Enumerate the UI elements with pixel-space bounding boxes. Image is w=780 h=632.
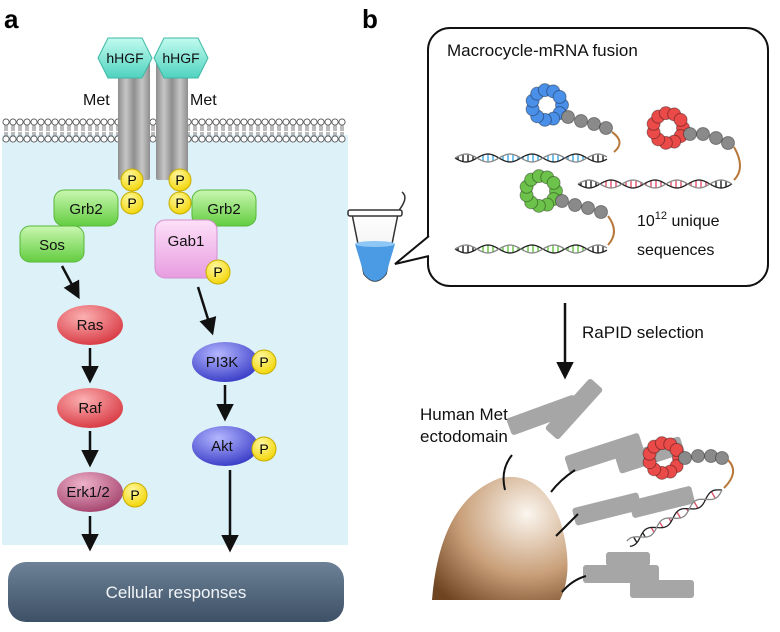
akt-label: Akt [211,438,234,455]
ras-node: Ras [57,305,123,345]
phospho-label: P [127,195,136,211]
sos-label: Sos [39,237,65,254]
arrow-gab1-pi3k [196,286,217,336]
hgf-label-left: hHGF [106,50,143,66]
sos-node: Sos [19,225,85,263]
pi3k-node: PI3K [192,342,258,382]
mrna-bound [626,489,723,548]
met-label-left: Met [83,92,110,109]
raf-node: Raf [57,388,123,428]
phospho-group: P [120,191,144,215]
phospho-group: P [251,436,277,462]
phospho-group: P [251,349,277,375]
library-title: Macrocycle-mRNA fusion [447,41,638,60]
erk-node: Erk1/2 [57,472,123,512]
diversity-label: 1012 unique [637,210,720,230]
erk-label: Erk1/2 [66,484,109,501]
ectodomain-1 [506,378,603,440]
phospho-label: P [259,354,268,370]
met-receptor-left [118,62,150,180]
hgf-ligand-left: hHGF [97,37,153,79]
grb2-right-label: Grb2 [207,201,240,218]
tube-icon [347,191,406,282]
gab1-label: Gab1 [168,233,205,250]
met-receptor-right [156,62,188,180]
selection-label: RaPID selection [582,323,704,342]
phospho-label: P [127,172,136,188]
phospho-label: P [213,264,222,280]
mrna-blue [454,153,608,163]
pathway-arrows [60,265,239,553]
mrna-red [577,179,733,189]
pi3k-label: PI3K [206,354,239,371]
diversity-line1: unique [667,213,720,230]
diversity-exponent: 12 [655,210,667,222]
macrocycle-green [519,169,608,219]
phospho-label: P [130,487,139,503]
phospho-group: P [122,482,148,508]
phospho-group: P [120,168,144,192]
phospho-group: P [205,259,231,285]
phospho-label: P [175,172,184,188]
grb2-left-label: Grb2 [69,201,102,218]
target-label-line1: Human Met [420,405,508,424]
hgf-label-right: hHGF [162,50,199,66]
ras-label: Ras [77,317,104,334]
ectodomain-4 [583,552,694,598]
met-label-right: Met [190,92,217,109]
panel-a-label: a [4,4,19,34]
grb2-right-node: Grb2 [191,189,257,227]
arrow-sos-ras [60,265,80,300]
gab1-node: Gab1 [154,219,218,279]
raf-label: Raf [78,400,102,417]
macrocycle-blue [525,83,613,135]
diversity-base: 10 [637,213,655,230]
target-label-line2: ectodomain [420,427,508,446]
bound-macrocycle [626,436,735,548]
cellular-responses-label: Cellular responses [106,583,247,602]
macrocycle-red-bound [642,436,729,480]
phospho-group: P [168,168,192,192]
diversity-line2: sequences [637,242,714,259]
phospho-label: P [259,441,268,457]
ectodomain-3 [572,486,695,526]
cellular-responses-box: Cellular responses [8,562,344,622]
akt-node: Akt [192,426,258,466]
mrna-green [454,244,608,254]
phospho-group: P [168,191,192,215]
panel-b-label: b [362,4,378,34]
macrocycle-fusions [454,83,741,254]
grb2-left-node: Grb2 [53,189,119,227]
macrocycle-red [646,106,735,150]
phospho-label: P [175,195,184,211]
target-cell [432,476,568,600]
hgf-ligand-right: hHGF [153,37,209,79]
